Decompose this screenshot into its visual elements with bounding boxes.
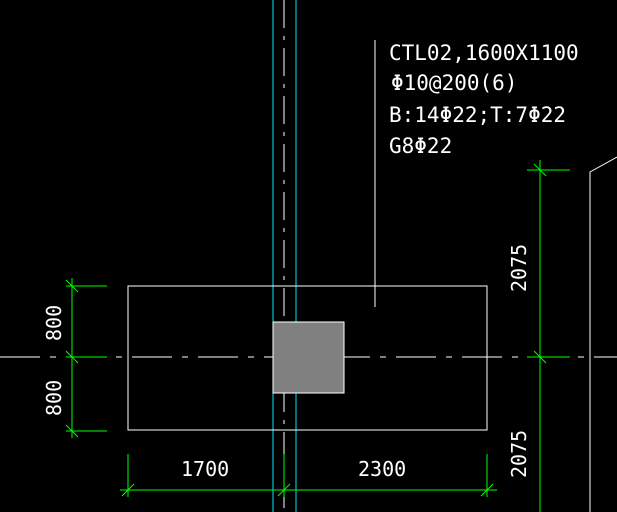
bottom-left-dim-label: 1700 [181,457,229,481]
annotation-line-4: G8Φ22 [389,134,452,158]
right-lower-dim-label: 2075 [507,430,531,478]
annotation-line-3: B:14Φ22;T:7Φ22 [389,103,566,127]
pile-cap-outline[interactable] [127,285,488,431]
right-dimension [527,160,570,512]
right-upper-dim-label: 2075 [507,244,531,292]
left-dimension [65,278,107,438]
left-upper-dim-label: 800 [42,305,66,341]
annotation-line-1: CTL02,1600X1100 [389,41,579,65]
annotation-line-2: Φ10@200(6) [391,71,517,95]
left-lower-dim-label: 800 [42,380,66,416]
column-block[interactable] [272,321,345,394]
bottom-right-dim-label: 2300 [358,457,406,481]
bottom-dimension [120,454,497,497]
adjacent-outline [589,156,617,512]
